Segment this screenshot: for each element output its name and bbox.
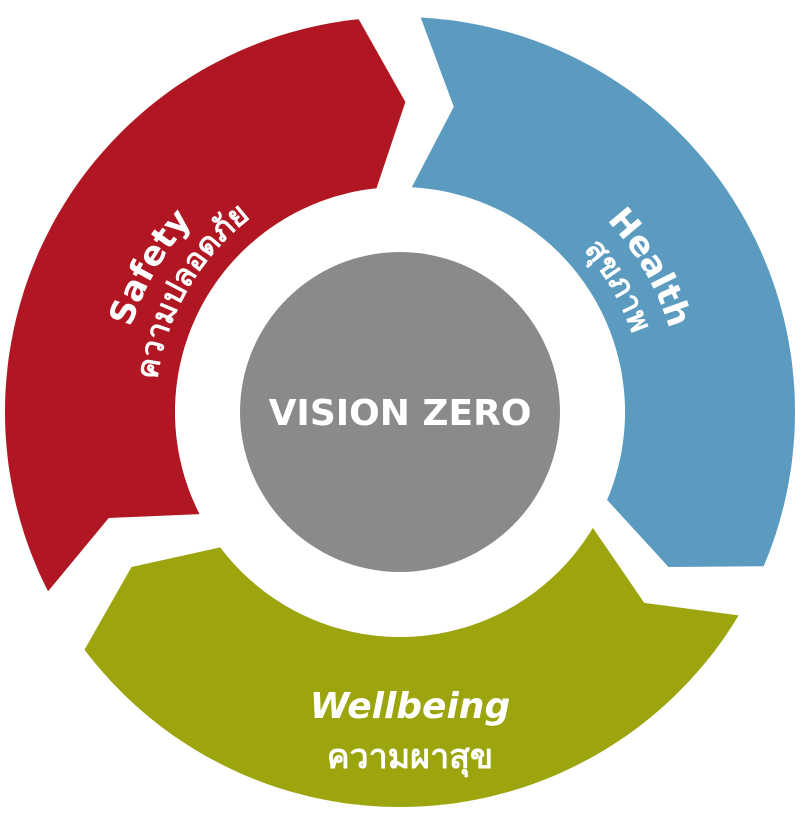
health-segment [411,17,795,567]
safety-segment [5,19,406,592]
center-circle [240,252,560,572]
wellbeing-title: Wellbeing [310,686,510,727]
wellbeing-segment [84,527,739,807]
center-label: VISION ZERO [269,393,532,434]
wellbeing-subtitle: ความผาสุข [327,737,493,778]
